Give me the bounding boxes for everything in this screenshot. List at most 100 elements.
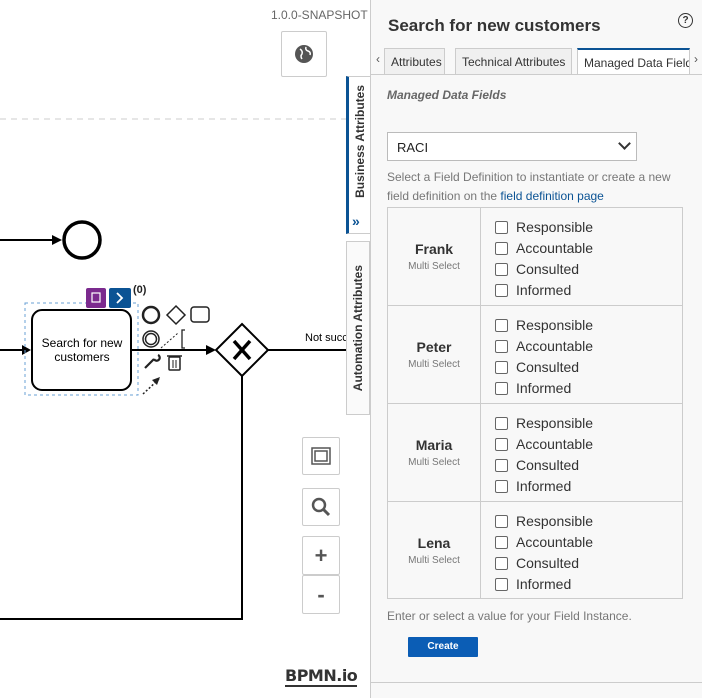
raci-checkbox[interactable] [495,318,508,332]
pad-next-icon [109,288,131,308]
person-field-type: Multi Select [408,261,460,272]
raci-option[interactable]: Responsible [495,513,593,529]
raci-option[interactable]: Informed [495,478,571,494]
hint-text: Select a Field Definition to instantiate… [387,170,671,203]
tab-automation-label: Automation Attributes [351,264,365,392]
pad-purple-icon [86,288,106,308]
chevron-down-icon [618,137,631,150]
raci-option[interactable]: Responsible [495,317,593,333]
raci-option[interactable]: Accountable [495,338,593,354]
raci-option-label: Responsible [516,415,594,431]
pad-intermediate-event-icon [142,330,160,348]
create-button[interactable]: Create [408,637,478,657]
tab-scroll-right-icon[interactable]: › [694,52,698,66]
field-definition-link[interactable]: field definition page [500,189,604,203]
raci-option[interactable]: Accountable [495,240,593,256]
panel-bottom-divider [371,682,702,683]
person-name: Peter [416,339,452,355]
panel-title: Search for new customers [388,16,601,35]
pad-trash-icon [168,356,181,371]
raci-option-label: Accountable [516,436,594,452]
raci-option[interactable]: Accountable [495,534,593,550]
raci-option-label: Accountable [516,240,594,256]
context-pad-count: (0) [133,284,147,296]
fit-viewport-button[interactable] [302,437,340,475]
raci-option[interactable]: Responsible [495,415,593,431]
tab-scroll-left-icon[interactable]: ‹ [376,52,380,66]
raci-checkbox[interactable] [495,220,508,234]
raci-option[interactable]: Informed [495,576,571,592]
help-icon[interactable]: ? [678,13,693,28]
version-label: 1.0.0-SNAPSHOT [271,8,368,22]
select-value: RACI [397,140,429,155]
fit-viewport-icon [311,447,331,465]
bpmn-canvas[interactable]: 1.0.0-SNAPSHOT [0,0,370,698]
person-name: Frank [414,241,454,257]
person-name: Lena [417,535,451,551]
globe-button[interactable] [281,31,327,77]
task-label-line1: Search for new [41,336,123,350]
raci-checkbox[interactable] [495,262,508,276]
raci-option-label: Consulted [516,555,580,571]
zoom-out-button[interactable]: - [302,575,340,614]
raci-option[interactable]: Consulted [495,555,579,571]
task-label-line2: customers [54,350,110,364]
bpmn-io-watermark[interactable]: BPMN.io [285,666,358,687]
person-field-type: Multi Select [408,359,460,370]
tab-automation-attributes[interactable]: Automation Attributes [346,241,370,415]
raci-option-label: Accountable [516,338,594,354]
raci-option[interactable]: Accountable [495,436,593,452]
field-definition-hint: Select a Field Definition to instantiate… [387,168,687,206]
raci-option-label: Responsible [516,219,594,235]
tab-attributes[interactable]: Attributes [384,48,445,74]
tab-business-attributes[interactable]: Business Attributes [346,76,370,234]
raci-option-label: Consulted [516,261,580,277]
field-instance-hint: Enter or select a value for your Field I… [387,609,632,623]
raci-checkbox[interactable] [495,458,508,472]
raci-checkbox[interactable] [495,514,508,528]
collapse-chevron-icon[interactable]: » [352,213,360,229]
search-button[interactable] [302,488,340,526]
raci-option[interactable]: Consulted [495,457,579,473]
minus-icon: - [317,581,325,607]
raci-option[interactable]: Informed [495,380,571,396]
diagram-svg [0,118,370,620]
raci-checkbox[interactable] [495,416,508,430]
person-field-type: Multi Select [408,555,460,566]
pad-end-event-icon [141,305,161,325]
raci-checkbox[interactable] [495,437,508,451]
search-icon [311,497,331,517]
raci-option[interactable]: Informed [495,282,571,298]
person-name: Maria [415,437,453,453]
raci-checkbox[interactable] [495,479,508,493]
raci-option[interactable]: Consulted [495,359,579,375]
raci-checkbox[interactable] [495,577,508,591]
raci-option-label: Consulted [516,359,580,375]
pad-task-icon [190,306,210,323]
raci-option[interactable]: Responsible [495,219,593,235]
raci-option[interactable]: Consulted [495,261,579,277]
raci-checkbox[interactable] [495,556,508,570]
tab-technical-attributes[interactable]: Technical Attributes [455,48,572,74]
raci-option-label: Consulted [516,457,580,473]
raci-checkbox[interactable] [495,381,508,395]
task-label: Search for new customers [34,336,130,364]
raci-checkbox[interactable] [495,360,508,374]
raci-option-label: Responsible [516,317,594,333]
raci-option-label: Informed [516,282,572,298]
zoom-in-button[interactable]: + [302,536,340,575]
raci-checkbox[interactable] [495,339,508,353]
field-definition-select[interactable]: RACI [387,132,637,161]
raci-checkbox[interactable] [495,535,508,549]
raci-option-label: Informed [516,576,572,592]
raci-checkbox[interactable] [495,241,508,255]
tab-managed-data-field[interactable]: Managed Data Field [577,48,690,74]
raci-checkbox[interactable] [495,283,508,297]
end-event [62,220,102,260]
